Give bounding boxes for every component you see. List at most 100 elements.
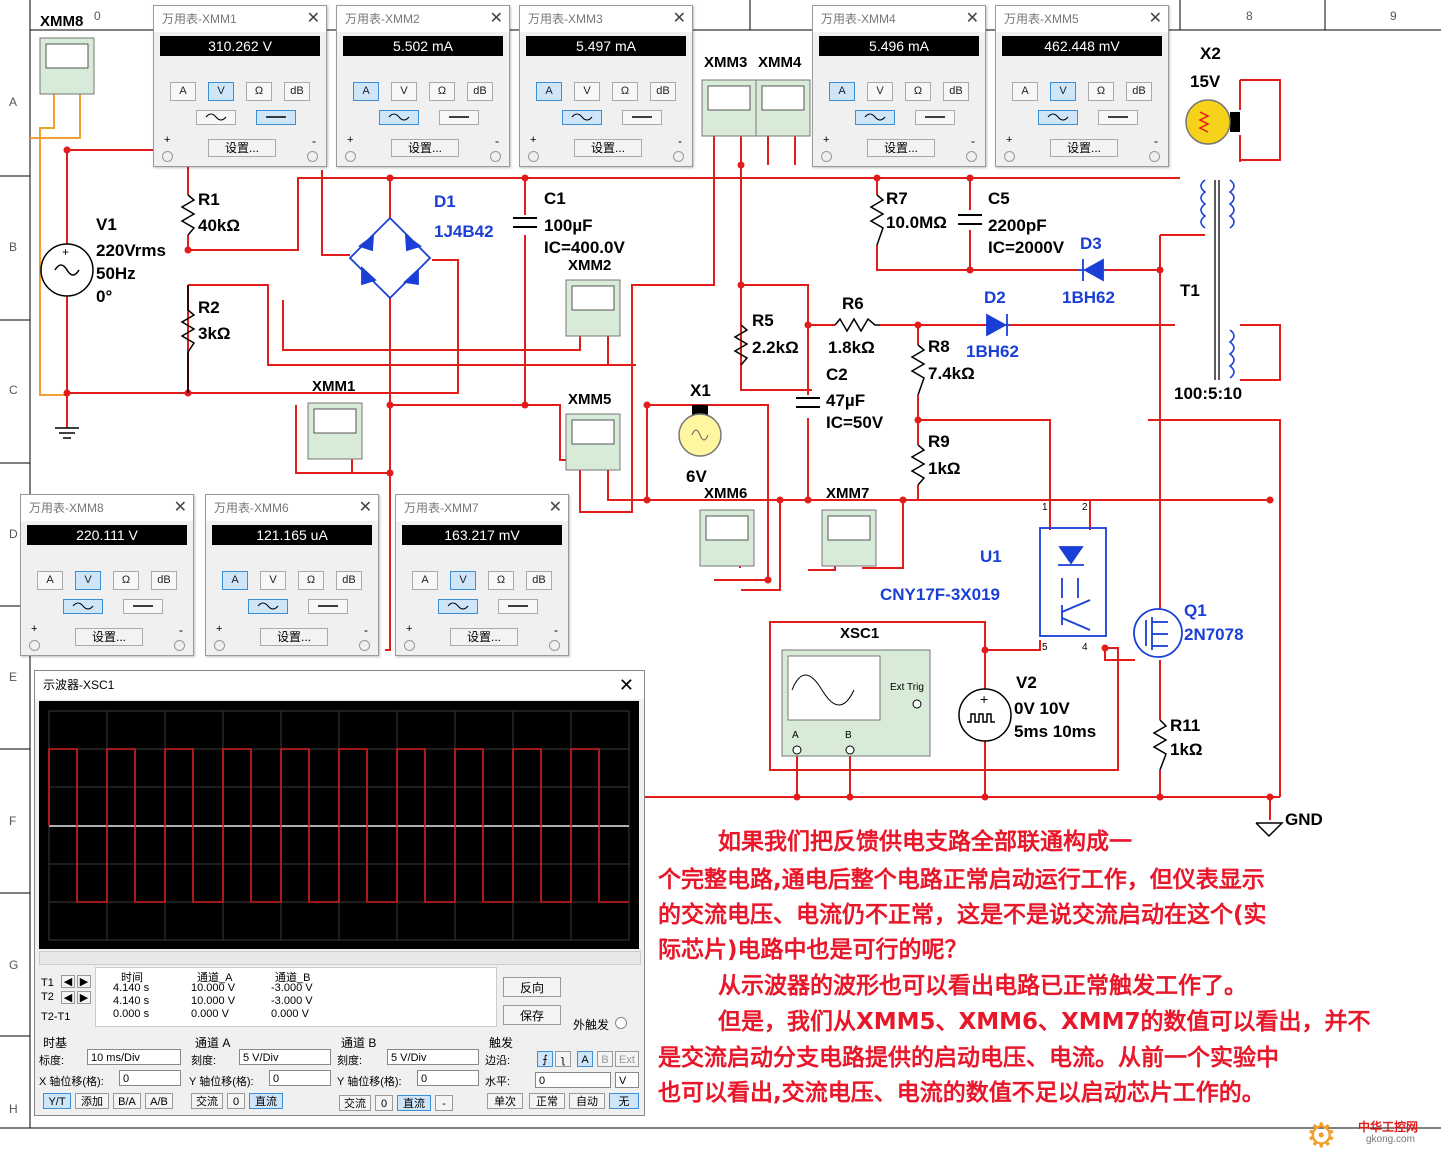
voltmeter-mode-button[interactable]: V — [1050, 82, 1076, 101]
channel-b-dc-button[interactable]: 直流 — [397, 1095, 431, 1111]
t2-right-arrow[interactable]: ▶ — [77, 991, 91, 1004]
multimeter-titlebar[interactable]: 万用表-XMM8 ✕ — [21, 495, 193, 521]
multimeter-titlebar[interactable]: 万用表-XMM3 ✕ — [520, 6, 692, 32]
ba-button[interactable]: B/A — [113, 1093, 141, 1109]
auto-trigger-button[interactable]: 自动 — [569, 1093, 605, 1109]
settings-button[interactable]: 设置... — [391, 139, 459, 157]
q1-mosfet[interactable] — [1133, 608, 1183, 658]
multimeter-window[interactable]: 万用表-XMM3 ✕ 5.497 mA A V Ω dB + — [519, 5, 693, 167]
positive-terminal[interactable] — [1004, 151, 1015, 162]
positive-terminal[interactable] — [214, 640, 225, 651]
dc-mode-button[interactable] — [915, 110, 955, 125]
trigger-level-unit[interactable]: V — [615, 1072, 639, 1088]
d3-diode[interactable] — [1078, 258, 1105, 282]
channel-b-zero-button[interactable]: 0 — [375, 1095, 393, 1111]
positive-terminal[interactable] — [29, 640, 40, 651]
multimeter-titlebar[interactable]: 万用表-XMM4 ✕ — [813, 6, 985, 32]
voltmeter-mode-button[interactable]: V — [450, 571, 476, 590]
voltmeter-mode-button[interactable]: V — [867, 82, 893, 101]
yt-button[interactable]: Y/T — [43, 1093, 71, 1109]
r1-symbol[interactable] — [180, 194, 196, 236]
settings-button[interactable]: 设置... — [450, 628, 518, 646]
ammeter-mode-button[interactable]: A — [829, 82, 855, 101]
ac-mode-button[interactable] — [438, 599, 478, 614]
ohmmeter-mode-button[interactable]: Ω — [612, 82, 638, 101]
decibel-mode-button[interactable]: dB — [151, 571, 177, 590]
settings-button[interactable]: 设置... — [260, 628, 328, 646]
ohmmeter-mode-button[interactable]: Ω — [1088, 82, 1114, 101]
ac-mode-button[interactable] — [1038, 110, 1078, 125]
positive-terminal[interactable] — [345, 151, 356, 162]
d1-bridge[interactable] — [348, 217, 432, 300]
voltmeter-mode-button[interactable]: V — [208, 82, 234, 101]
close-icon[interactable]: ✕ — [306, 10, 320, 27]
add-button[interactable]: 添加 — [75, 1093, 109, 1109]
multimeter-window[interactable]: 万用表-XMM5 ✕ 462.448 mV A V Ω dB + — [995, 5, 1169, 167]
xsc1-scope-icon[interactable] — [781, 649, 931, 757]
trigger-source-a[interactable]: A — [577, 1051, 593, 1067]
dc-mode-button[interactable] — [308, 599, 348, 614]
multimeter-window[interactable]: 万用表-XMM7 ✕ 163.217 mV A V Ω dB + — [395, 494, 569, 656]
negative-terminal[interactable] — [174, 640, 185, 651]
negative-terminal[interactable] — [673, 151, 684, 162]
settings-button[interactable]: 设置... — [574, 139, 642, 157]
trigger-source-ext[interactable]: Ext — [615, 1051, 639, 1067]
positive-terminal[interactable] — [821, 151, 832, 162]
oscilloscope-titlebar[interactable]: 示波器-XSC1 ✕ — [35, 671, 644, 699]
positive-terminal[interactable] — [404, 640, 415, 651]
ammeter-mode-button[interactable]: A — [1012, 82, 1038, 101]
channel-a-zero-button[interactable]: 0 — [227, 1093, 245, 1109]
channel-a-ac-button[interactable]: 交流 — [191, 1093, 223, 1109]
negative-terminal[interactable] — [359, 640, 370, 651]
ammeter-mode-button[interactable]: A — [170, 82, 196, 101]
close-icon[interactable]: ✕ — [548, 499, 562, 516]
negative-terminal[interactable] — [1149, 151, 1160, 162]
ammeter-mode-button[interactable]: A — [37, 571, 63, 590]
timebase-scale-input[interactable]: 10 ms/Div — [87, 1049, 181, 1065]
multimeter-window[interactable]: 万用表-XMM1 ✕ 310.262 V A V Ω dB + — [153, 5, 327, 167]
negative-terminal[interactable] — [490, 151, 501, 162]
decibel-mode-button[interactable]: dB — [336, 571, 362, 590]
ac-mode-button[interactable] — [248, 599, 288, 614]
ammeter-mode-button[interactable]: A — [412, 571, 438, 590]
rising-edge-icon[interactable]: ⨍ — [537, 1051, 553, 1067]
channel-b-ac-button[interactable]: 交流 — [339, 1095, 371, 1111]
r8-symbol[interactable] — [910, 344, 926, 396]
dc-mode-button[interactable] — [123, 599, 163, 614]
x2-lamp[interactable] — [1185, 99, 1240, 145]
reverse-button[interactable]: 反向 — [503, 977, 561, 997]
r5-symbol[interactable] — [733, 324, 749, 366]
multimeter-titlebar[interactable]: 万用表-XMM2 ✕ — [337, 6, 509, 32]
c2-symbol[interactable] — [796, 397, 820, 408]
timebase-xpos-input[interactable]: 0 — [119, 1070, 181, 1086]
ammeter-mode-button[interactable]: A — [353, 82, 379, 101]
ac-mode-button[interactable] — [196, 110, 236, 125]
save-button[interactable]: 保存 — [503, 1005, 561, 1025]
decibel-mode-button[interactable]: dB — [650, 82, 676, 101]
r11-symbol[interactable] — [1152, 719, 1168, 771]
c5-symbol[interactable] — [958, 214, 982, 225]
dc-mode-button[interactable] — [622, 110, 662, 125]
ext-trigger-terminal[interactable] — [615, 1017, 627, 1029]
decibel-mode-button[interactable]: dB — [467, 82, 493, 101]
decibel-mode-button[interactable]: dB — [284, 82, 310, 101]
multimeter-titlebar[interactable]: 万用表-XMM7 ✕ — [396, 495, 568, 521]
x1-lamp[interactable] — [678, 405, 722, 457]
single-trigger-button[interactable]: 单次 — [487, 1093, 523, 1109]
ac-mode-button[interactable] — [63, 599, 103, 614]
multimeter-window[interactable]: 万用表-XMM4 ✕ 5.496 mA A V Ω dB + — [812, 5, 986, 167]
ac-mode-button[interactable] — [855, 110, 895, 125]
v2-pulse-source[interactable]: + — [958, 688, 1012, 742]
channel-b-scale-input[interactable]: 5 V/Div — [387, 1049, 479, 1065]
ab-button[interactable]: A/B — [145, 1093, 173, 1109]
r2-symbol[interactable] — [180, 309, 196, 353]
negative-terminal[interactable] — [966, 151, 977, 162]
t2-left-arrow[interactable]: ◀ — [61, 991, 75, 1004]
close-icon[interactable]: ✕ — [1148, 10, 1162, 27]
multimeter-window[interactable]: 万用表-XMM2 ✕ 5.502 mA A V Ω dB + — [336, 5, 510, 167]
u1-optocoupler[interactable] — [1039, 527, 1107, 637]
dc-mode-button[interactable] — [498, 599, 538, 614]
ohmmeter-mode-button[interactable]: Ω — [113, 571, 139, 590]
multimeter-window[interactable]: 万用表-XMM8 ✕ 220.111 V A V Ω dB + — [20, 494, 194, 656]
multimeter-window[interactable]: 万用表-XMM6 ✕ 121.165 uA A V Ω dB + — [205, 494, 379, 656]
